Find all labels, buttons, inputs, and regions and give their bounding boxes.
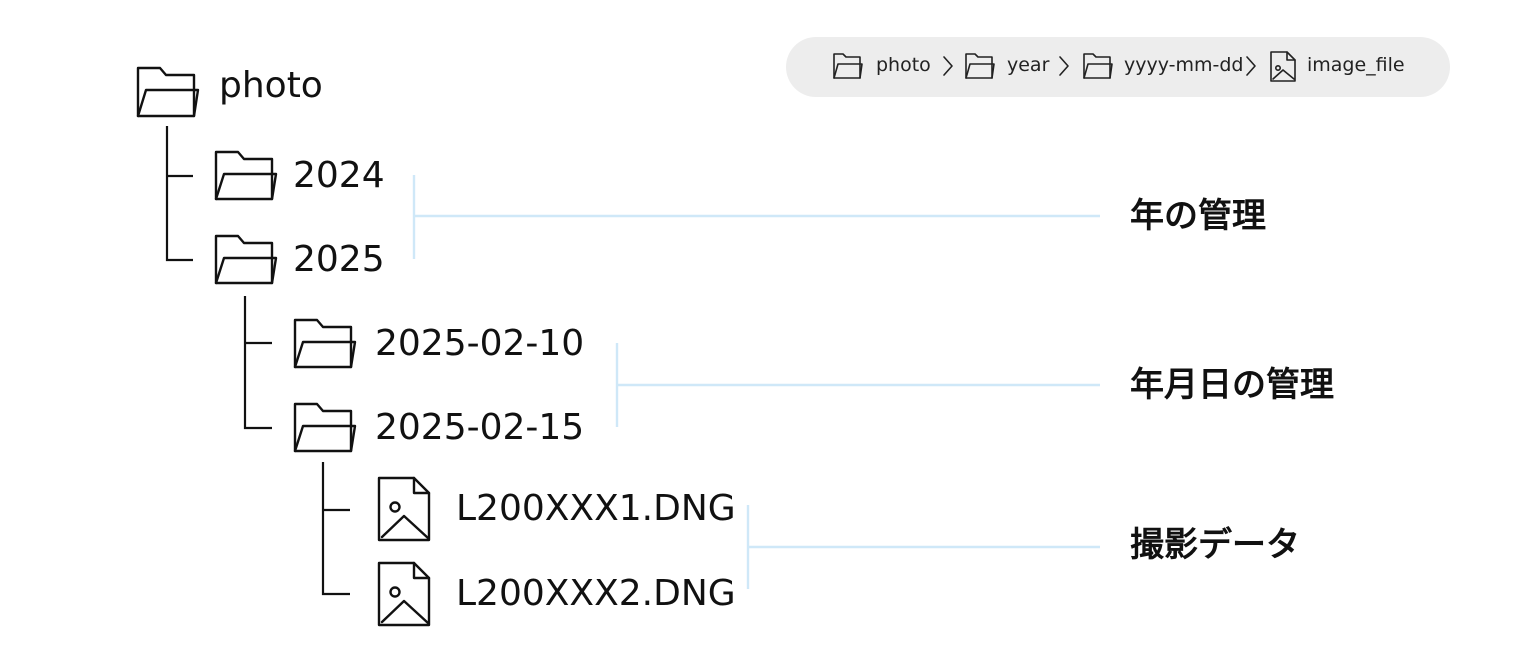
folder-icon-photo xyxy=(136,66,200,118)
folder-icon xyxy=(965,53,995,79)
folder-icon-2025-02-10 xyxy=(293,318,357,369)
breadcrumb-segment-file: image_file xyxy=(1307,54,1405,76)
tree-node-2025-02-15: 2025-02-15 xyxy=(375,407,585,448)
tree-node-2025-02-10: 2025-02-10 xyxy=(375,323,585,364)
bracket-date xyxy=(615,343,1100,427)
breadcrumb xyxy=(786,37,1450,97)
tree-node-photo: photo xyxy=(219,65,323,106)
image-file-icon-2 xyxy=(377,561,431,627)
bracket-data xyxy=(746,505,1100,589)
chevron-right-icon xyxy=(1246,56,1256,76)
chevron-right-icon xyxy=(943,56,953,76)
chevron-right-icon xyxy=(1059,56,1069,76)
tree-node-2024: 2024 xyxy=(293,155,385,196)
folder-icon xyxy=(1083,53,1113,79)
tree-node-file-2: L200XXX2.DNG xyxy=(456,573,736,614)
folder-icon-2025-02-15 xyxy=(293,402,357,453)
group-label-data: 撮影データ xyxy=(1130,525,1300,565)
image-file-icon xyxy=(1270,51,1296,82)
breadcrumb-segment-photo: photo xyxy=(876,54,931,76)
bracket-year xyxy=(412,175,1100,259)
breadcrumb-segment-year: year xyxy=(1007,54,1050,76)
folder-icon-2024 xyxy=(214,150,278,201)
tree-node-2025: 2025 xyxy=(293,239,385,280)
folder-icon xyxy=(833,53,863,79)
tree-connectors xyxy=(165,126,350,596)
image-file-icon-1 xyxy=(377,476,431,542)
tree-node-file-1: L200XXX1.DNG xyxy=(456,488,736,529)
group-label-year: 年の管理 xyxy=(1130,196,1266,236)
breadcrumb-segment-date: yyyy-mm-dd xyxy=(1124,54,1244,76)
folder-icon-2025 xyxy=(214,234,278,285)
group-label-date: 年月日の管理 xyxy=(1130,365,1334,405)
